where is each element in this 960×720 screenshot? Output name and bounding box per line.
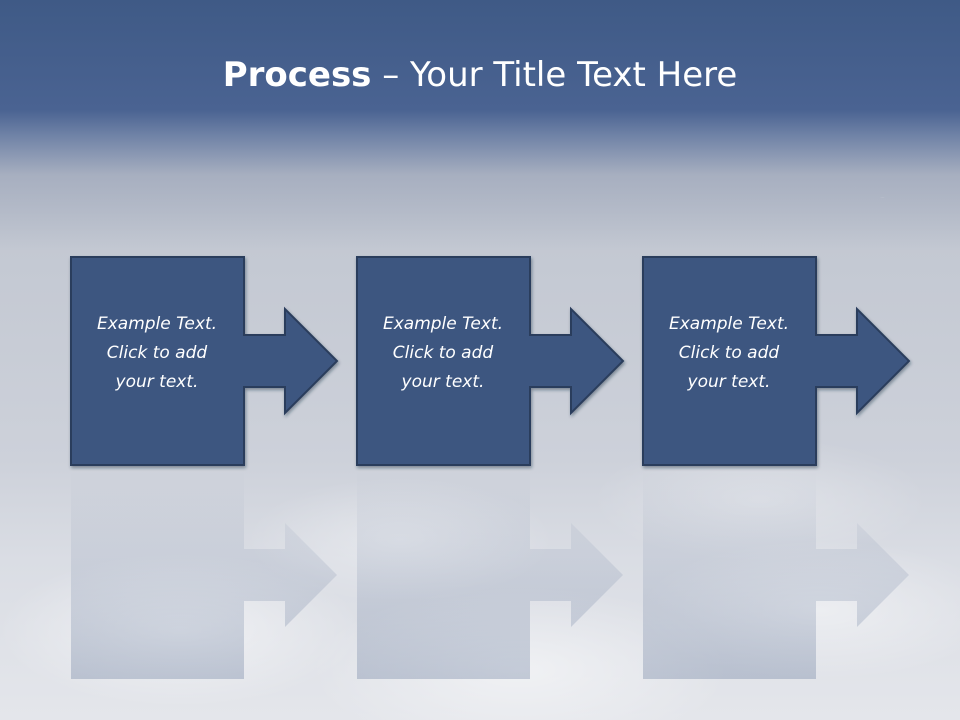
step-2-text[interactable]: Example Text. Click to add your text.: [357, 310, 529, 397]
step-1-line-2: Click to add: [106, 343, 208, 363]
slide-title[interactable]: Process – Your Title Text Here: [0, 52, 960, 98]
step-3-line-3: your text.: [687, 372, 771, 392]
step-3-line-2: Click to add: [678, 343, 780, 363]
step-1-line-1: Example Text.: [96, 314, 218, 334]
step-3-text[interactable]: Example Text. Click to add your text.: [643, 310, 815, 397]
step-2-arrow-box[interactable]: [356, 256, 625, 466]
title-bold: Process: [222, 55, 372, 95]
title-rest: – Your Title Text Here: [371, 55, 738, 95]
step-2-line-1: Example Text.: [382, 314, 504, 334]
step-1-reflection: [71, 471, 337, 679]
step-3-line-1: Example Text.: [668, 314, 790, 334]
step-1-text[interactable]: Example Text. Click to add your text.: [71, 310, 243, 397]
step-1-line-3: your text.: [115, 372, 199, 392]
step-3-arrow-box[interactable]: [642, 256, 911, 466]
step-3-reflection: [643, 471, 909, 679]
step-1-arrow-box[interactable]: [70, 256, 339, 466]
step-2-line-3: your text.: [401, 372, 485, 392]
sky-background: [0, 0, 960, 250]
step-2-line-2: Click to add: [392, 343, 494, 363]
step-2-reflection: [357, 471, 623, 679]
